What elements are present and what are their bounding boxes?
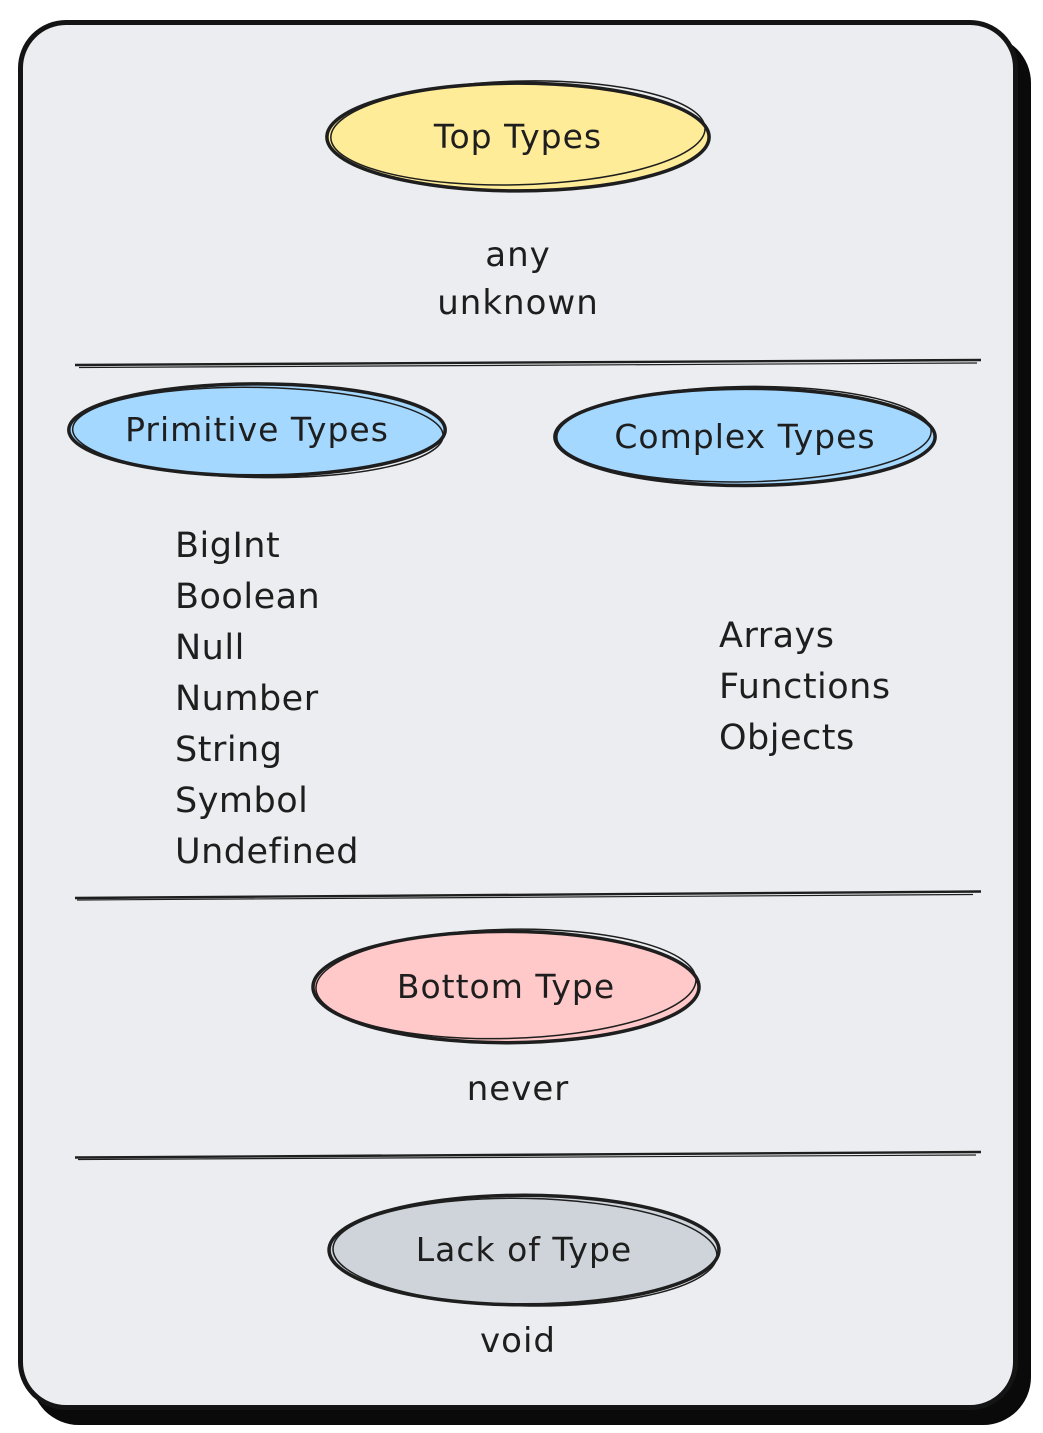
bottom-type-node: Bottom Type <box>307 923 705 1049</box>
top-types-label: Top Types <box>433 116 603 156</box>
bottom-type-label: Bottom Type <box>396 966 616 1006</box>
primitive-types-list: BigInt Boolean Null Number String Symbol… <box>175 521 359 878</box>
primitive-types-ellipse <box>63 377 451 481</box>
section-divider-1 <box>73 353 985 365</box>
type-item-null: Null <box>175 628 245 668</box>
type-item-void: void <box>480 1321 556 1361</box>
top-types-node: Top Types <box>321 75 715 197</box>
type-item-any: any <box>485 235 551 275</box>
type-item-objects: Objects <box>719 718 855 758</box>
bottom-type-values: never <box>23 1065 1013 1113</box>
complex-types-label: Complex Types <box>614 416 876 456</box>
top-types-ellipse <box>321 75 715 197</box>
type-item-undefined: Undefined <box>175 832 360 872</box>
primitive-types-label: Primitive Types <box>125 409 389 449</box>
bottom-type-ellipse <box>307 923 705 1049</box>
type-item-boolean: Boolean <box>175 577 321 617</box>
lack-of-type-label: Lack of Type <box>415 1229 633 1269</box>
top-types-values: any unknown <box>23 231 1013 327</box>
type-item-bigint: BigInt <box>175 526 281 566</box>
complex-types-list: Arrays Functions Objects <box>719 611 891 764</box>
lack-of-type-ellipse <box>323 1187 725 1311</box>
lack-of-type-values: void <box>23 1317 1013 1365</box>
type-item-symbol: Symbol <box>175 781 309 821</box>
diagram-card: Top Types any unknown Primitive Types <box>18 20 1018 1410</box>
section-divider-2 <box>73 885 985 897</box>
complex-types-node: Complex Types <box>549 381 941 491</box>
type-item-string: String <box>175 730 283 770</box>
lack-of-type-node: Lack of Type <box>323 1187 725 1311</box>
section-divider-3 <box>73 1145 985 1157</box>
primitive-types-node: Primitive Types <box>63 377 451 481</box>
complex-types-ellipse <box>549 381 941 491</box>
type-item-number: Number <box>175 679 319 719</box>
type-item-unknown: unknown <box>437 283 599 323</box>
type-item-arrays: Arrays <box>719 616 835 656</box>
type-item-functions: Functions <box>719 667 891 707</box>
type-item-never: never <box>466 1069 570 1109</box>
